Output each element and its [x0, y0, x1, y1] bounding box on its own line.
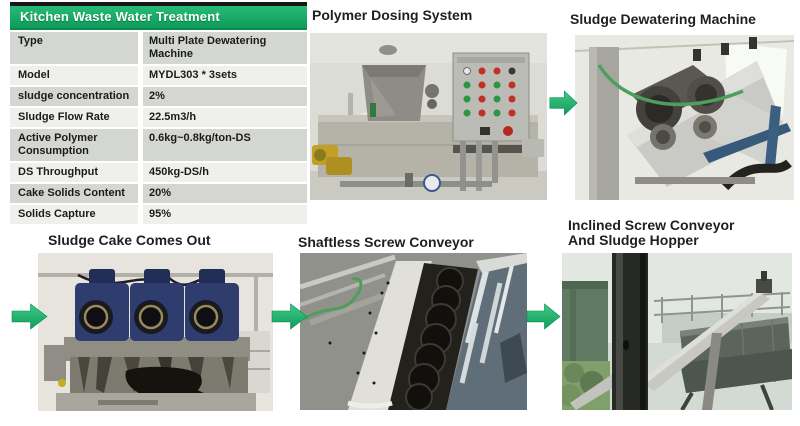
spec-table: Kitchen Waste Water Treatment Type Multi… — [10, 2, 307, 224]
row-value: 95% — [143, 205, 307, 224]
row-value: 0.6kg~0.8kg/ton-DS — [143, 129, 307, 161]
row-label: Cake Solids Content — [10, 184, 138, 203]
sludge-cake-photo — [38, 253, 273, 411]
row-label: Model — [10, 66, 138, 85]
shaftless-screw-illustration — [300, 253, 527, 410]
sludge-cake-title: Sludge Cake Comes Out — [48, 232, 211, 248]
flow-arrow-bottom-mid-left — [271, 303, 308, 330]
row-value: 450kg-DS/h — [143, 163, 307, 182]
row-label: Active Polymer Consumption — [10, 129, 138, 161]
table-row: Cake Solids Content 20% — [10, 184, 307, 203]
row-label: DS Throughput — [10, 163, 138, 182]
inclined-conveyor-illustration — [562, 253, 792, 410]
polymer-dosing-title: Polymer Dosing System — [312, 7, 473, 23]
table-row: Solids Capture 95% — [10, 205, 307, 224]
row-value: 22.5m3/h — [143, 108, 307, 127]
inclined-conveyor-photo — [562, 253, 792, 410]
row-value: 20% — [143, 184, 307, 203]
row-label: Type — [10, 32, 138, 64]
table-row: DS Throughput 450kg-DS/h — [10, 163, 307, 182]
table-row: Active Polymer Consumption 0.6kg~0.8kg/t… — [10, 129, 307, 161]
sludge-dewatering-photo — [575, 35, 794, 200]
sludge-dewatering-illustration — [575, 35, 794, 200]
shaftless-screw-photo — [300, 253, 527, 410]
polymer-dosing-photo — [310, 33, 547, 200]
table-row: Sludge Flow Rate 22.5m3/h — [10, 108, 307, 127]
inclined-conveyor-title: Inclined Screw Conveyor And Sludge Hoppe… — [568, 218, 735, 248]
right-arrow-icon — [549, 90, 578, 116]
table-row: sludge concentration 2% — [10, 87, 307, 106]
row-value: MYDL303 * 3sets — [143, 66, 307, 85]
right-arrow-icon — [271, 303, 308, 330]
polymer-dosing-illustration — [310, 33, 547, 200]
row-value: Multi Plate Dewatering Machine — [143, 32, 307, 64]
row-label: sludge concentration — [10, 87, 138, 106]
sludge-dewatering-title: Sludge Dewatering Machine — [570, 11, 756, 27]
shaftless-screw-title: Shaftless Screw Conveyor — [298, 234, 474, 250]
table-row: Type Multi Plate Dewatering Machine — [10, 32, 307, 64]
table-row: Model MYDL303 * 3sets — [10, 66, 307, 85]
spec-table-title: Kitchen Waste Water Treatment — [10, 2, 307, 30]
right-arrow-icon — [526, 303, 561, 330]
inclined-title-line1: Inclined Screw Conveyor — [568, 217, 735, 233]
flow-arrow-bottom-mid-right — [526, 303, 561, 330]
row-label: Solids Capture — [10, 205, 138, 224]
row-label: Sludge Flow Rate — [10, 108, 138, 127]
row-value: 2% — [143, 87, 307, 106]
inclined-title-line2: And Sludge Hopper — [568, 232, 699, 248]
sludge-cake-illustration — [38, 253, 273, 411]
flow-arrow-top — [549, 90, 578, 116]
right-arrow-icon — [11, 303, 48, 330]
flow-arrow-bottom-left — [11, 303, 48, 330]
